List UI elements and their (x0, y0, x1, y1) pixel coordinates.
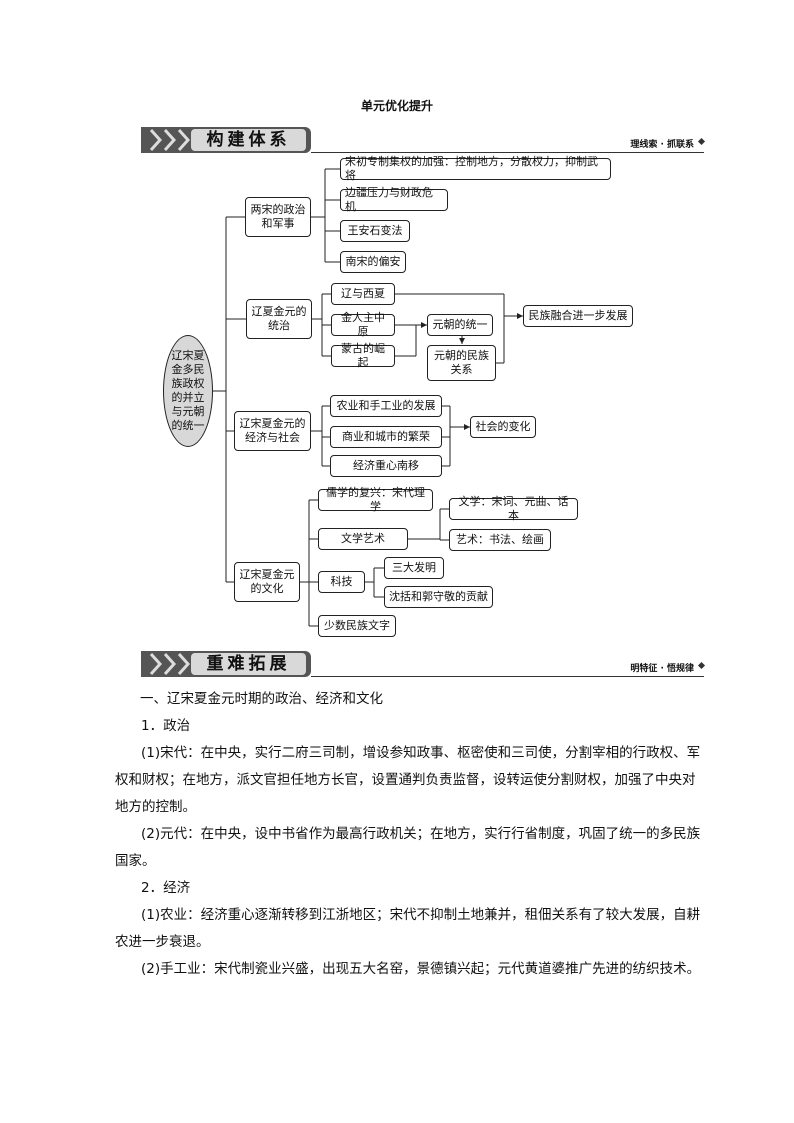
b1-item: 南宋的偏安 (340, 251, 406, 273)
divider (311, 152, 704, 153)
subheading-economy: 2．经济 (141, 880, 191, 896)
b3-item: 商业和城市的繁荣 (330, 426, 442, 448)
branch-economy-society: 辽宋夏金元的经济与社会 (234, 411, 311, 451)
divider (311, 676, 704, 677)
chevron-icon (149, 652, 163, 676)
branch-liao-xia-jin-yuan-rule: 辽夏金元的统治 (246, 299, 312, 339)
b4-art-item: 艺术：书法、绘画 (449, 529, 551, 551)
section-banner-key-points: 重难拓展 明特征 · 悟规律 (141, 651, 706, 677)
banner-label: 重难拓展 (191, 653, 306, 675)
branch-song-politics: 两宋的政治和军事 (245, 197, 311, 237)
banner-tag: 明特征 · 悟规律 (630, 664, 694, 674)
paragraph: (2)手工业：宋代制瓷业兴盛，出现五大名窑，景德镇兴起；元代黄道婆推广先进的纺织… (141, 961, 701, 977)
b2-mid-item: 元朝的民族关系 (427, 345, 496, 381)
banner-tag: 理线索 · 抓联系 (630, 140, 694, 150)
b3-result: 社会的变化 (470, 416, 536, 438)
diamond-icon (697, 661, 706, 670)
chevron-icon (149, 128, 163, 152)
section-banner-build-system: 构建体系 理线索 · 抓联系 (141, 127, 706, 153)
b3-item: 农业和手工业的发展 (330, 395, 442, 417)
chevron-icon (163, 128, 177, 152)
paragraph: (1)农业：经济重心逐渐转移到江浙地区；宋代不抑制土地兼并，租佃关系有了较大发展… (115, 907, 701, 950)
b4-tech-item: 三大发明 (384, 557, 444, 579)
b4-item: 少数民族文字 (318, 615, 396, 637)
chevron-icon (163, 652, 177, 676)
b4-item: 文学艺术 (318, 528, 408, 550)
body-text: 一、辽宋夏金元时期的政治、经济和文化 1．政治 (1)宋代：在中央，实行二府三司… (115, 686, 705, 983)
b4-item: 科技 (318, 571, 365, 593)
b2-item: 金人主中原 (331, 311, 395, 338)
b1-item: 边疆压力与财政危机 (340, 186, 448, 213)
b3-item: 经济重心南移 (330, 455, 442, 477)
banner-label: 构建体系 (191, 129, 306, 151)
paragraph: (2)元代：在中央，设中书省作为最高行政机关；在地方，实行行省制度，巩固了统一的… (115, 826, 701, 869)
b4-tech-item: 沈括和郭守敬的贡献 (384, 586, 493, 608)
b2-item: 辽与西夏 (331, 283, 395, 305)
paragraph: (1)宋代：在中央，实行二府三司制，增设参知政事、枢密使和三司使，分割宰相的行政… (115, 745, 701, 815)
subheading-politics: 1．政治 (141, 718, 191, 734)
b1-item: 王安石变法 (340, 220, 410, 242)
body-heading: 一、辽宋夏金元时期的政治、经济和文化 (140, 691, 383, 707)
diagram-root: 辽宋夏金多民族政权的并立与元朝的统一 (163, 335, 213, 447)
b4-art-item: 文学：宋词、元曲、话本 (449, 495, 578, 522)
b2-mid-item: 元朝的统一 (427, 314, 493, 336)
page-title: 单元优化提升 (360, 99, 433, 113)
chevron-icon (177, 652, 191, 676)
b2-result: 民族融合进一步发展 (523, 305, 633, 327)
branch-culture: 辽宋夏金元的文化 (234, 562, 300, 602)
b4-item: 儒学的复兴：宋代理学 (318, 486, 433, 513)
b2-item: 蒙古的崛起 (331, 342, 395, 369)
b1-item: 宋初专制集权的加强：控制地方，分散权力，抑制武将 (340, 155, 611, 182)
chevron-icon (177, 128, 191, 152)
